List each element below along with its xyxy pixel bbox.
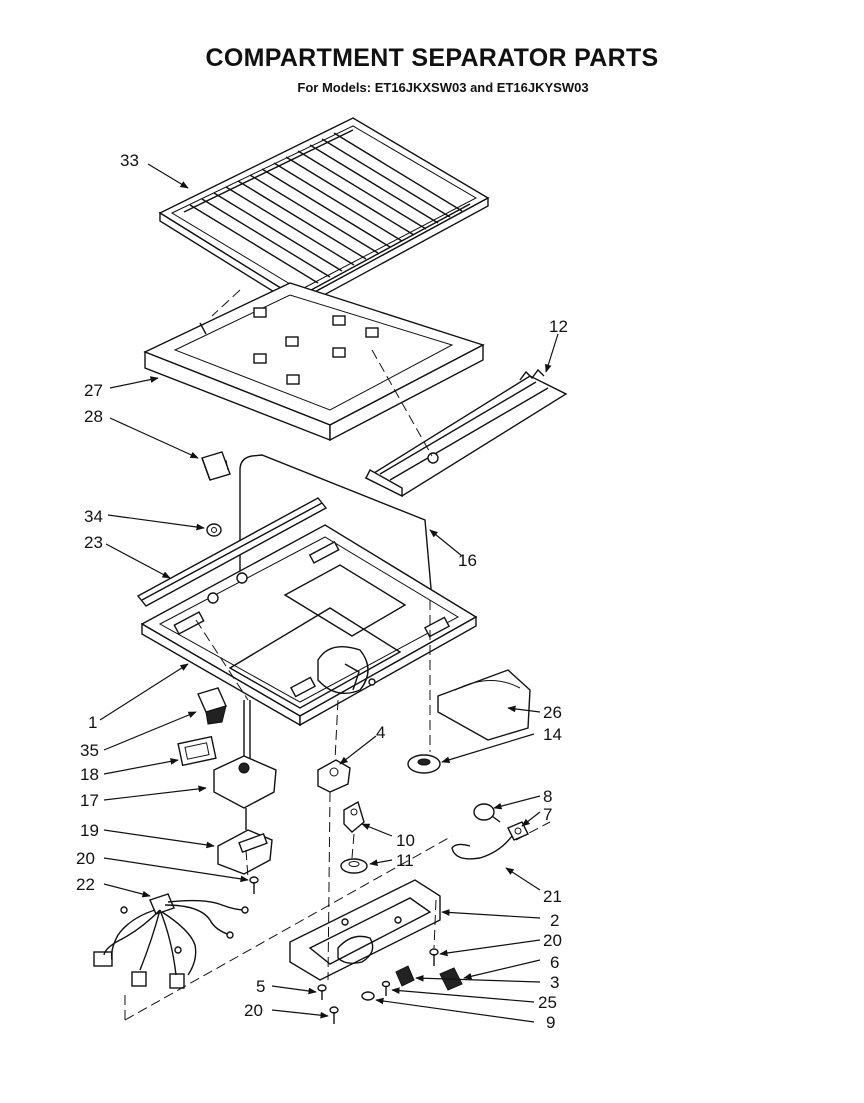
leader-lines	[99, 163, 559, 1023]
callout-19: 19	[80, 821, 99, 840]
part-17-housing	[213, 700, 277, 809]
callout-35: 35	[80, 741, 99, 760]
part-20-screw-left	[249, 876, 259, 894]
callout-22: 22	[76, 875, 95, 894]
assembly-lines	[124, 289, 551, 1021]
callout-4: 4	[376, 723, 385, 742]
part-3-switch	[395, 965, 415, 987]
callout-25: 25	[538, 993, 557, 1012]
part-21-wire-lead	[451, 835, 513, 860]
part-11-washer	[340, 858, 368, 874]
part-23-strip	[136, 497, 328, 607]
callout-27: 27	[84, 381, 103, 400]
callout-8: 8	[543, 787, 552, 806]
part-33-grille	[158, 117, 490, 310]
part-35-connector	[197, 687, 227, 725]
callout-21: 21	[543, 887, 562, 906]
callout-20-right: 20	[543, 931, 562, 950]
callout-6: 6	[550, 953, 559, 972]
callout-5: 5	[256, 977, 265, 996]
callout-10: 10	[396, 831, 415, 850]
part-34-plug	[206, 523, 222, 537]
callout-23: 23	[84, 533, 103, 552]
callout-26: 26	[543, 703, 562, 722]
page-title: COMPARTMENT SEPARATOR PARTS	[205, 44, 659, 72]
callout-7: 7	[543, 805, 552, 824]
part-16-wire	[239, 454, 433, 601]
page-subtitle: For Models: ET16JKXSW03 and ET16JKYSW03	[297, 80, 589, 95]
callout-18: 18	[80, 765, 99, 784]
part-20-screw-right	[429, 948, 439, 966]
part-18-plate	[177, 735, 217, 767]
part-25-screw	[381, 980, 391, 996]
part-28-block	[201, 451, 231, 481]
callout-33: 33	[120, 151, 139, 170]
part-22-wire-harness	[93, 893, 249, 989]
callout-12: 12	[549, 317, 568, 336]
part-4-bracket	[317, 759, 351, 793]
callout-17: 17	[80, 791, 99, 810]
part-14-grommet	[407, 754, 441, 774]
part-10-clip	[343, 800, 365, 833]
part-27-tray	[143, 282, 485, 442]
part-9-pad	[361, 991, 375, 1001]
callout-20-left: 20	[76, 849, 95, 868]
part-12-rail	[364, 368, 568, 498]
callout-14: 14	[543, 725, 562, 744]
callout-labels: 33 12 27 28 34 23 16 1 26 35 4 14 18 17 …	[76, 151, 568, 1032]
callout-1: 1	[88, 713, 97, 732]
part-8-terminal	[473, 803, 501, 823]
part-20-screw-bottom	[329, 1006, 339, 1024]
part-2-lower-housing	[289, 879, 441, 981]
callout-34: 34	[84, 507, 103, 526]
callout-2: 2	[550, 911, 559, 930]
callout-11: 11	[396, 851, 414, 870]
part-5-screw	[317, 984, 327, 1000]
callout-28: 28	[84, 407, 103, 426]
part-1-separator-plate	[140, 524, 478, 727]
part-19-bracket	[217, 808, 273, 875]
part-26-gasket	[437, 669, 531, 741]
callout-16: 16	[458, 551, 477, 570]
callout-3: 3	[550, 973, 559, 992]
callout-20-bottom: 20	[244, 1001, 263, 1020]
callout-9: 9	[546, 1013, 555, 1032]
